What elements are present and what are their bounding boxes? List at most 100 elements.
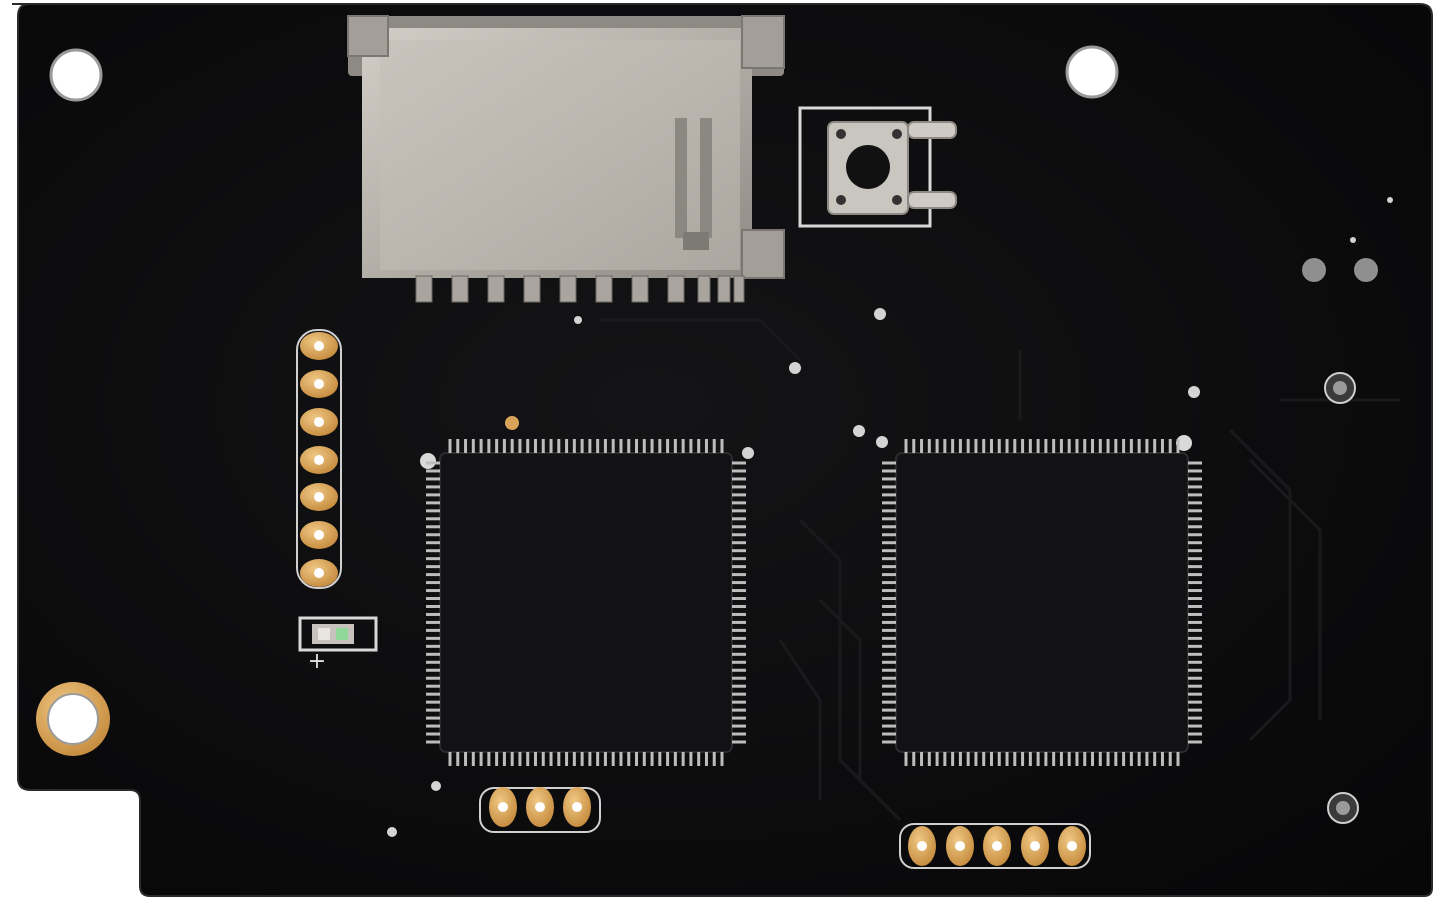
qfp-pin bbox=[1188, 501, 1202, 505]
status-led bbox=[298, 616, 378, 652]
qfp-pin bbox=[1188, 461, 1202, 465]
qfp-pin bbox=[1052, 752, 1056, 766]
qfp-pin bbox=[1188, 668, 1202, 672]
qfp-chip-left bbox=[420, 439, 746, 766]
qfp-pin bbox=[912, 439, 916, 453]
qfp-pin bbox=[882, 668, 896, 672]
qfp-pin bbox=[1036, 439, 1040, 453]
qfp-pin bbox=[1013, 439, 1017, 453]
qfp-pin bbox=[1188, 740, 1202, 744]
qfp-pin bbox=[689, 439, 693, 453]
qfp-pin bbox=[487, 752, 491, 766]
qfp-pin bbox=[510, 752, 514, 766]
qfp-pin bbox=[927, 439, 931, 453]
qfp-pin bbox=[943, 752, 947, 766]
qfp-pin bbox=[1188, 628, 1202, 632]
qfp-pin bbox=[1188, 597, 1202, 601]
qfp-pin bbox=[882, 708, 896, 712]
qfp-pin bbox=[732, 668, 746, 672]
qfp-pin bbox=[1188, 493, 1202, 497]
qfp-pin bbox=[732, 493, 746, 497]
qfp-pin bbox=[456, 752, 460, 766]
qfp-pin bbox=[1188, 620, 1202, 624]
qfp-pin bbox=[1075, 752, 1079, 766]
qfp-pin bbox=[1114, 439, 1118, 453]
qfp-pin bbox=[1129, 752, 1133, 766]
qfp-pin bbox=[1137, 439, 1141, 453]
qfp-pin bbox=[1188, 525, 1202, 529]
qfp-pin bbox=[557, 752, 561, 766]
qfp-pin bbox=[596, 439, 600, 453]
qfp-pin bbox=[882, 700, 896, 704]
qfp-pin bbox=[642, 439, 646, 453]
qfp-pin bbox=[518, 439, 522, 453]
qfp-pin bbox=[426, 469, 440, 473]
qfp-pin bbox=[882, 732, 896, 736]
qfp-pin bbox=[565, 752, 569, 766]
qfp-pin bbox=[426, 557, 440, 561]
qfp-pin bbox=[732, 541, 746, 545]
qfp-pin bbox=[495, 439, 499, 453]
qfp-pin bbox=[732, 628, 746, 632]
qfp-pin bbox=[426, 509, 440, 513]
qfp-pin bbox=[426, 724, 440, 728]
qfp-pin bbox=[673, 439, 677, 453]
qfp-pin bbox=[882, 612, 896, 616]
qfp-pin bbox=[935, 439, 939, 453]
qfp-pin bbox=[1188, 684, 1202, 688]
qfp-pin bbox=[426, 708, 440, 712]
qfp-pin bbox=[982, 439, 986, 453]
qfp-pin bbox=[882, 660, 896, 664]
qfp-pin bbox=[619, 752, 623, 766]
qfp-pin bbox=[689, 752, 693, 766]
qfp-pin bbox=[997, 752, 1001, 766]
qfp-pin bbox=[1188, 549, 1202, 553]
qfp-pin bbox=[966, 752, 970, 766]
qfp-pin bbox=[1188, 469, 1202, 473]
qfp-pin bbox=[1106, 439, 1110, 453]
qfp-pin bbox=[732, 565, 746, 569]
qfp-pin bbox=[882, 485, 896, 489]
qfp-pin bbox=[1114, 752, 1118, 766]
qfp-pin bbox=[882, 716, 896, 720]
qfp-pin bbox=[732, 469, 746, 473]
qfp-pin bbox=[426, 628, 440, 632]
qfp-pin bbox=[426, 604, 440, 608]
qfp-pin bbox=[619, 439, 623, 453]
qfp-pin bbox=[732, 589, 746, 593]
qfp-pin bbox=[882, 549, 896, 553]
qfp-pin bbox=[882, 597, 896, 601]
qfp-pin bbox=[1005, 439, 1009, 453]
mounting-hole-top-right bbox=[1065, 45, 1119, 99]
qfp-pin bbox=[882, 509, 896, 513]
qfp-pin bbox=[580, 439, 584, 453]
mounting-hole-top-left bbox=[49, 48, 103, 102]
qfp-pin bbox=[1188, 660, 1202, 664]
qfp-pin bbox=[1091, 752, 1095, 766]
qfp-pin bbox=[943, 439, 947, 453]
qfp-pin bbox=[1188, 509, 1202, 513]
qfp-pin bbox=[732, 716, 746, 720]
qfp-pin bbox=[732, 604, 746, 608]
pin-header-bottom-right bbox=[899, 823, 1091, 869]
mounting-hole-plated bbox=[36, 682, 110, 756]
qfp-pin bbox=[426, 565, 440, 569]
qfp-pin bbox=[426, 660, 440, 664]
qfp-pin bbox=[426, 684, 440, 688]
qfp-pin bbox=[974, 752, 978, 766]
qfp-pin bbox=[1036, 752, 1040, 766]
qfp-pin bbox=[502, 439, 506, 453]
qfp-pin bbox=[549, 752, 553, 766]
qfp-pin bbox=[426, 589, 440, 593]
qfp-pin bbox=[666, 439, 670, 453]
qfp-pin bbox=[1188, 716, 1202, 720]
qfp-pin bbox=[882, 652, 896, 656]
qfp-pin bbox=[1106, 752, 1110, 766]
qfp-pin bbox=[882, 557, 896, 561]
qfp-pin bbox=[882, 533, 896, 537]
qfp-pin bbox=[479, 752, 483, 766]
qfp-pin bbox=[1075, 439, 1079, 453]
qfp-pin bbox=[1188, 589, 1202, 593]
qfp-pin bbox=[732, 517, 746, 521]
qfp-pin bbox=[989, 439, 993, 453]
